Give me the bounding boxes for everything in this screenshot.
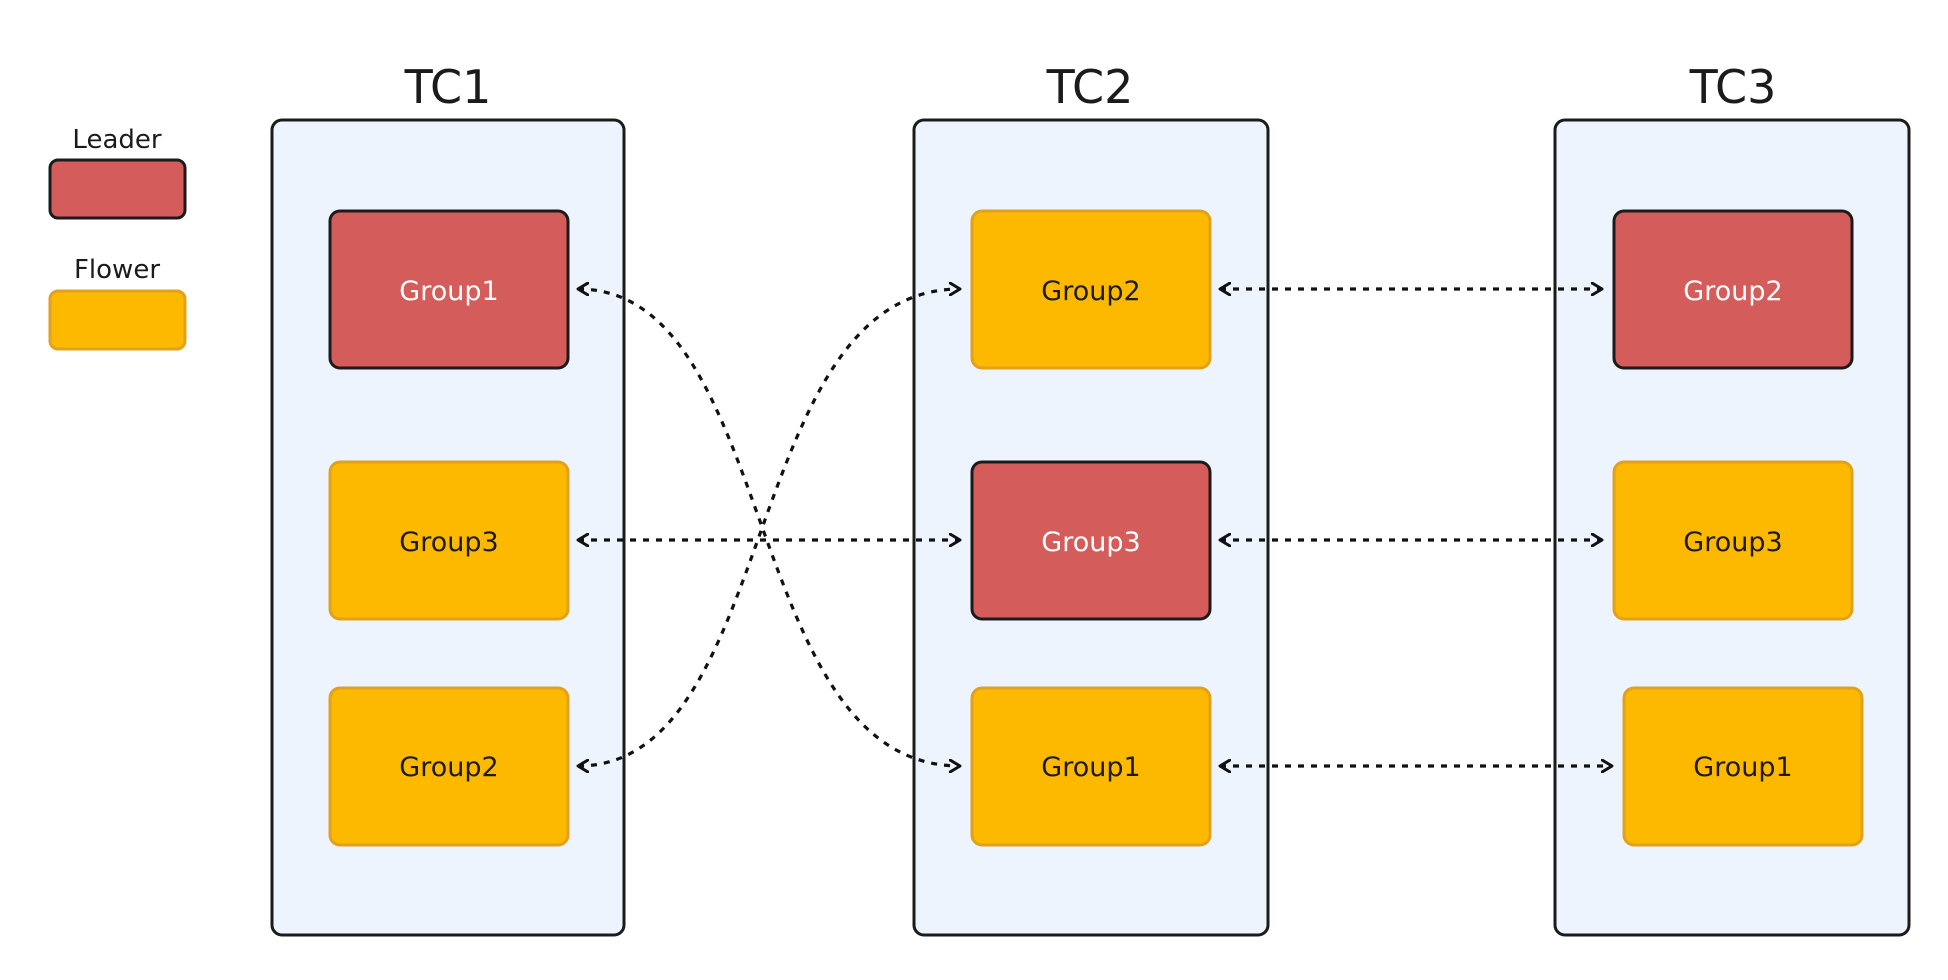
group-label: Group2 xyxy=(399,752,498,783)
group-box-tc1-group2: Group2 xyxy=(328,686,570,847)
group-label: Group3 xyxy=(1683,527,1782,558)
group-box-tc2-group2: Group2 xyxy=(970,209,1212,370)
group-box-tc1-group1: Group1 xyxy=(328,209,570,370)
group-label: Group2 xyxy=(1683,276,1782,307)
group-box-tc2-group1: Group1 xyxy=(970,686,1212,847)
group-box-tc2-group3: Group3 xyxy=(970,460,1212,621)
container-title: TC1 xyxy=(404,60,492,114)
group-label: Group3 xyxy=(1041,527,1140,558)
group-label: Group1 xyxy=(399,276,498,307)
legend-follower-label: Flower xyxy=(74,255,160,285)
connector-tc1-group2-tc2-group2 xyxy=(578,289,960,766)
group-box-tc3-group1: Group1 xyxy=(1622,686,1864,847)
group-box-tc3-group2: Group2 xyxy=(1612,209,1854,370)
group-box-tc3-group3: Group3 xyxy=(1612,460,1854,621)
container-title: TC3 xyxy=(1689,60,1777,114)
group-label: Group1 xyxy=(1041,752,1140,783)
group-label: Group1 xyxy=(1693,752,1792,783)
legend-leader-swatch xyxy=(48,158,187,220)
legend-follower-swatch xyxy=(48,289,187,351)
connector-tc1-group1-tc2-group1 xyxy=(578,289,960,766)
container-title: TC2 xyxy=(1046,60,1134,114)
group-box-tc1-group3: Group3 xyxy=(328,460,570,621)
connectors xyxy=(578,289,1612,766)
group-label: Group2 xyxy=(1041,276,1140,307)
legend: Leader Flower xyxy=(48,125,187,351)
legend-leader-label: Leader xyxy=(72,125,161,155)
group-label: Group3 xyxy=(399,527,498,558)
